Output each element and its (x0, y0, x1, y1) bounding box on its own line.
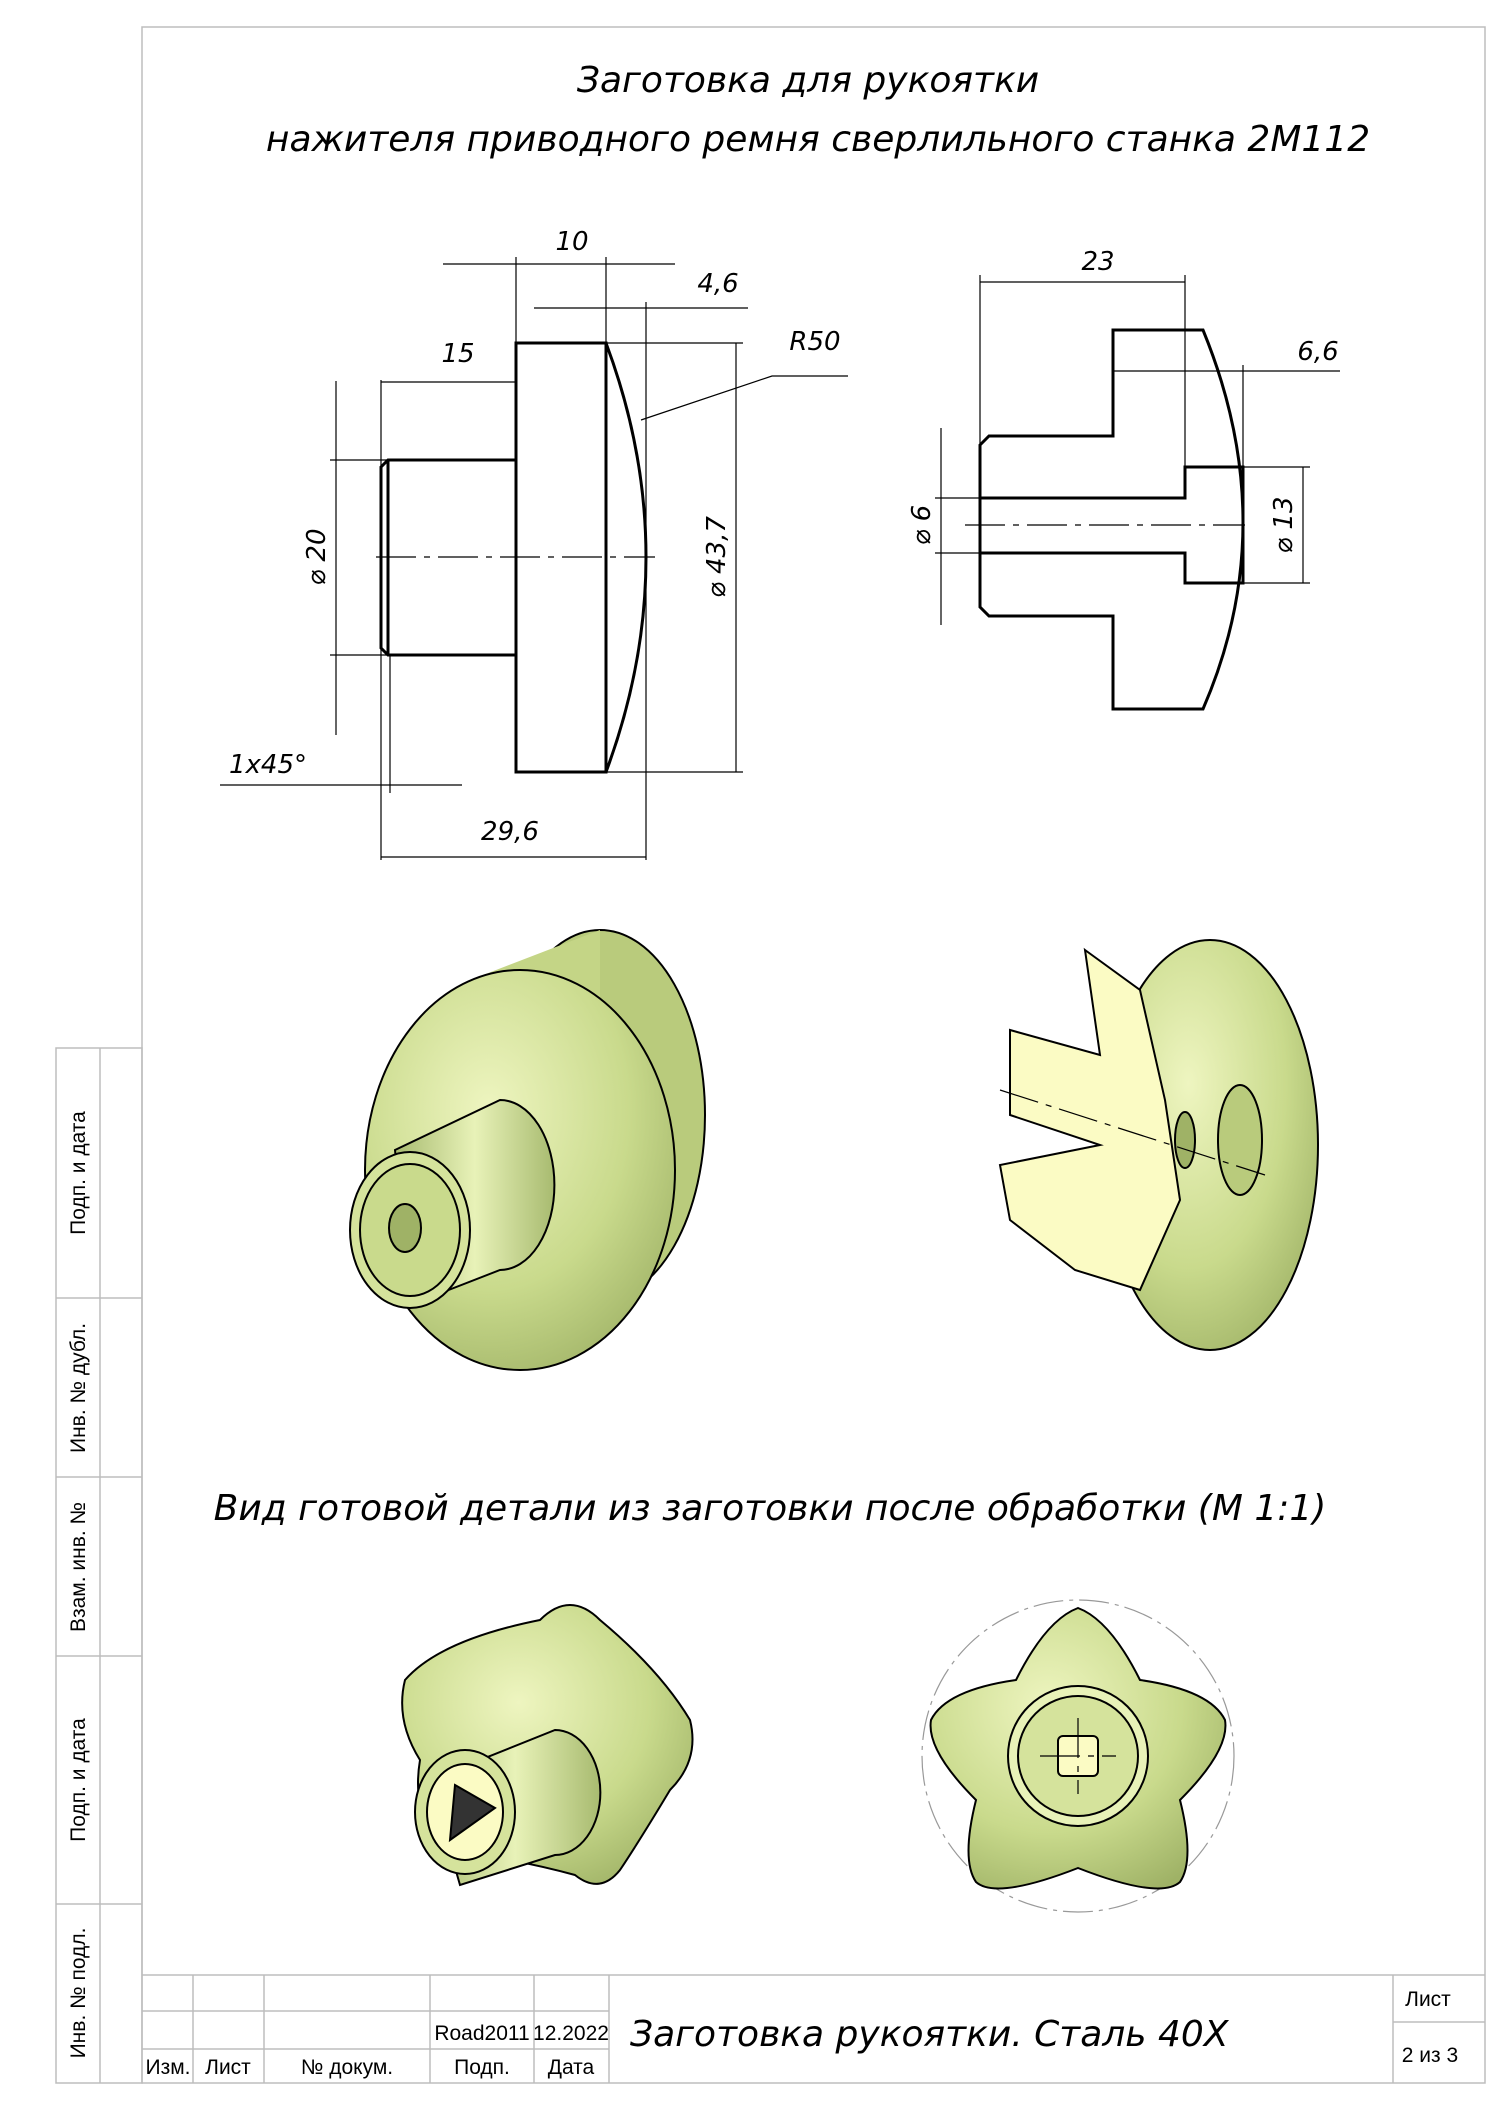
side-strip: Подп. и дата Инв. № дубл. Взам. инв. № П… (55, 1047, 143, 2084)
tb-part-name: Заготовка рукоятки. Сталь 40Х (630, 2014, 1230, 2055)
dim-15: 15 (441, 339, 474, 369)
tb-sheet-label: Лист (1405, 1988, 1451, 2011)
dim-d13: ⌀ 13 (1269, 496, 1299, 553)
dim-d6: ⌀ 6 (907, 505, 937, 545)
dim-chamfer: 1x45° (229, 750, 307, 780)
side-label-dup-inv: Инв. № дубл. (67, 1323, 90, 1453)
tb-col-change: Изм. (146, 2056, 191, 2079)
knob-front-view (921, 1599, 1235, 1913)
drawing-title-line2: нажителя приводного ремня сверлильного с… (266, 119, 1370, 160)
dim-10: 10 (555, 227, 588, 257)
tb-date: 12.2022 (533, 2022, 609, 2045)
knob-3d-view (401, 1604, 694, 1887)
tb-author: Road2011 (434, 2022, 529, 2045)
side-label-orig-inv: Инв. № подл. (67, 1928, 90, 2059)
tb-col-doc: № докум. (301, 2056, 393, 2079)
tb-col-date: Дата (548, 2056, 595, 2079)
dim-r50: R50 (789, 327, 840, 357)
title-block: Road2011 12.2022 Заготовка рукоятки. Ста… (142, 1974, 1485, 2083)
blank-3d-view (349, 929, 706, 1371)
front-view: 10 4,6 15 R50 ⌀ 20 ⌀ 43,7 1x45° 29,6 (220, 227, 848, 860)
side-label-sign-date-1: Подп. и дата (67, 1111, 90, 1235)
drawing-title-line1: Заготовка для рукоятки (577, 60, 1039, 101)
dim-4-6: 4,6 (697, 269, 738, 299)
tb-col-sign: Подп. (454, 2056, 510, 2079)
dim-29-6: 29,6 (481, 817, 539, 847)
dim-d43-7: ⌀ 43,7 (702, 516, 732, 598)
dim-d20: ⌀ 20 (302, 528, 332, 585)
tb-col-sheet: Лист (205, 2056, 251, 2079)
finished-part-caption: Вид готовой детали из заготовки после об… (214, 1488, 1327, 1529)
blank-section-3d-view (998, 939, 1319, 1351)
tb-sheet-value: 2 из 3 (1402, 2044, 1458, 2067)
side-label-sign-date-2: Подп. и дата (67, 1718, 90, 1842)
dim-6-6: 6,6 (1297, 337, 1338, 367)
dim-23: 23 (1081, 247, 1114, 277)
side-label-replace-inv: Взам. инв. № (67, 1502, 90, 1632)
section-view: 23 6,6 ⌀ 6 ⌀ 13 (907, 247, 1340, 711)
